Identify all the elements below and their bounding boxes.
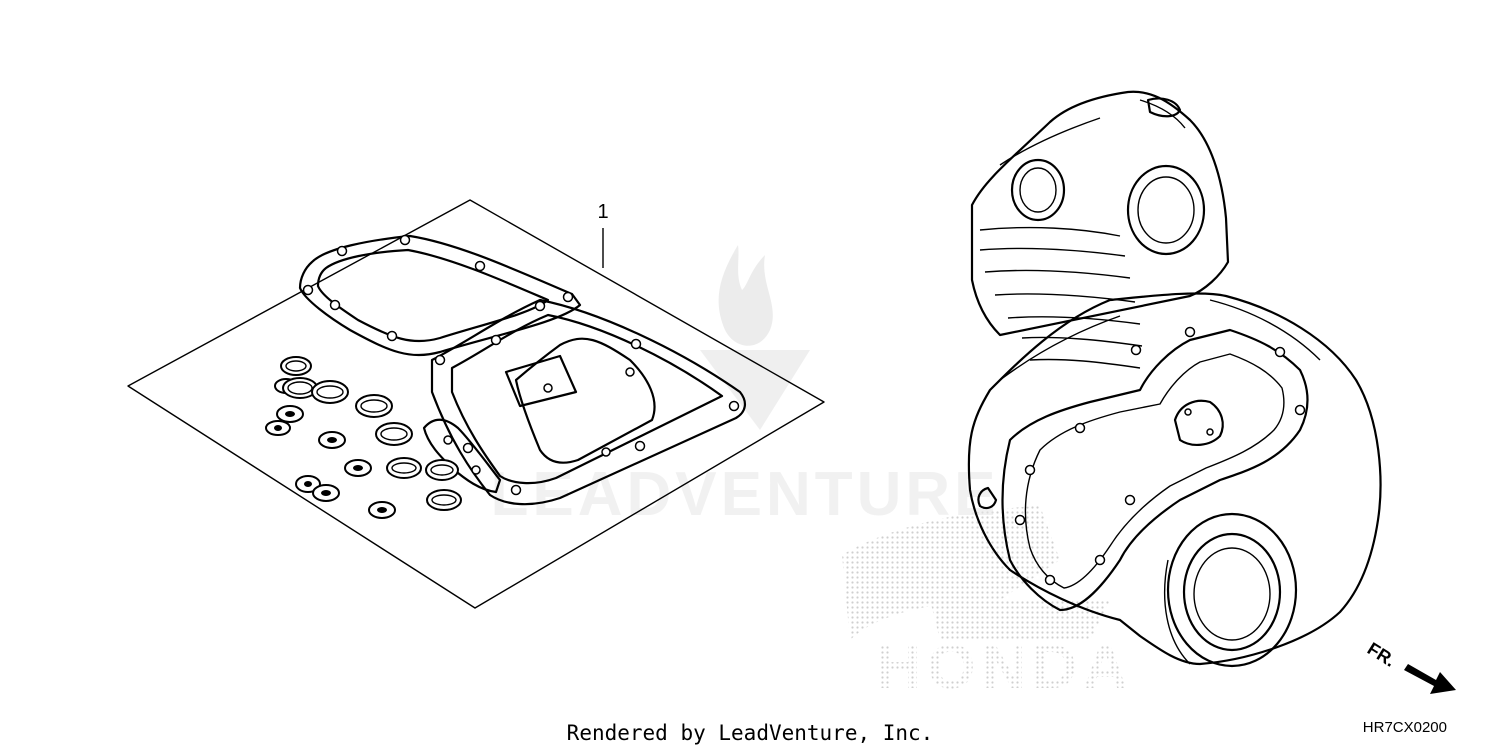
leadventure-watermark: LEADVENTURE — [490, 245, 999, 529]
callout-label-1[interactable]: 1 — [597, 201, 608, 223]
front-direction-indicator: FR. — [1364, 638, 1456, 694]
gasket-c — [504, 337, 656, 464]
gasket-b — [430, 298, 746, 506]
engine-illustration — [967, 90, 1382, 668]
direction-label: FR. — [1364, 638, 1399, 670]
gasket-kit-part-1[interactable]: 1 — [127, 199, 825, 609]
honda-watermark-text: HONDA — [876, 633, 1133, 702]
honda-watermark: HONDA — [842, 506, 1133, 702]
leadventure-watermark-text: LEADVENTURE — [490, 460, 999, 529]
gasket-d — [422, 418, 502, 494]
o-ring-set — [265, 356, 462, 519]
gasket-bag-outline — [127, 199, 825, 609]
footer-credit: Rendered by LeadVenture, Inc. — [567, 721, 934, 745]
gasket-a — [298, 234, 582, 357]
arrow-icon — [1404, 664, 1456, 694]
diagram-code: HR7CX0200 — [1363, 719, 1447, 736]
